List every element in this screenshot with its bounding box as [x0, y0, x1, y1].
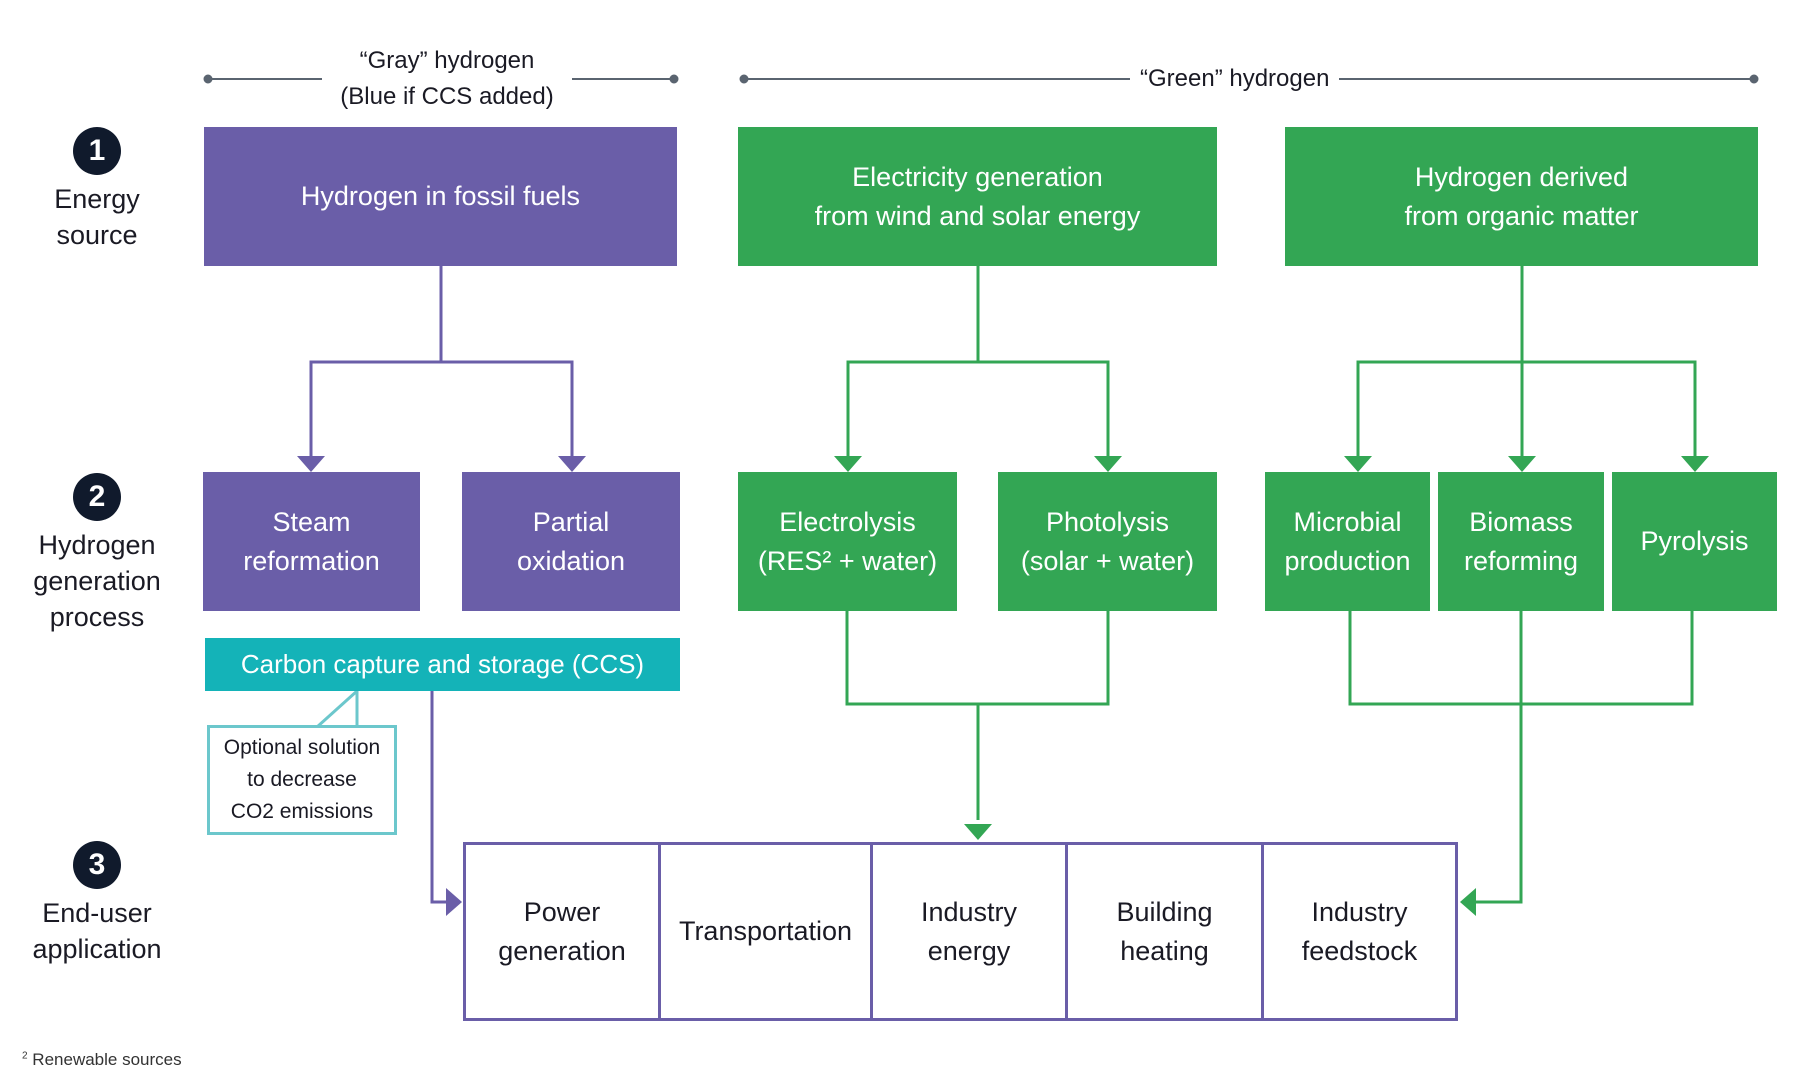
process-pyrolysis: Pyrolysis: [1612, 472, 1777, 611]
callout-notch: [313, 687, 359, 729]
source-fossil-fuels: Hydrogen in fossil fuels: [204, 127, 677, 266]
arrow-power: [446, 888, 462, 916]
application-transportation: Transportation: [661, 845, 873, 1018]
footnote-mark: 2: [22, 1050, 28, 1062]
process-steam-reformation: Steam reformation: [203, 472, 420, 611]
step-number-badge: 1: [73, 127, 121, 175]
step-label: End-user application: [32, 898, 162, 964]
step-end-user-application: 3 End-user application: [12, 841, 182, 967]
source-organic-matter: Hydrogen derived from organic matter: [1285, 127, 1758, 266]
step-label: Energy source: [54, 184, 140, 250]
step-label: Hydrogen generation process: [33, 530, 161, 632]
end-user-applications: Power generation Transportation Industry…: [463, 842, 1458, 1021]
footnote: 2 Renewable sources: [22, 1050, 182, 1070]
footnote-text: Renewable sources: [32, 1050, 182, 1069]
step-generation-process: 2 Hydrogen generation process: [12, 473, 182, 635]
process-biomass-reforming: Biomass reforming: [1438, 472, 1604, 611]
arrow-industry-energy: [964, 824, 992, 840]
gray-branch: [309, 266, 574, 904]
green-hydrogen-header: “Green” hydrogen: [1130, 61, 1340, 97]
application-industry-energy: Industry energy: [873, 845, 1068, 1018]
process-electrolysis: Electrolysis (RES² + water): [738, 472, 957, 611]
application-power-generation: Power generation: [466, 845, 661, 1018]
source-wind-solar: Electricity generation from wind and sol…: [738, 127, 1217, 266]
step-number-badge: 2: [73, 473, 121, 521]
ccs-callout: Optional solution to decrease CO2 emissi…: [207, 725, 397, 835]
green-branch: [845, 266, 1697, 904]
process-photolysis: Photolysis (solar + water): [998, 472, 1217, 611]
gray-hydrogen-header: “Gray” hydrogen (Blue if CCS added): [322, 43, 572, 115]
arrow-partial: [558, 456, 586, 472]
application-industry-feedstock: Industry feedstock: [1301, 896, 1418, 966]
application-building-heating: Building heating: [1068, 845, 1264, 1018]
process-partial-oxidation: Partial oxidation: [462, 472, 680, 611]
ccs-box: Carbon capture and storage (CCS): [205, 638, 680, 691]
step-energy-source: 1 Energy source: [12, 127, 182, 253]
process-microbial-production: Microbial production: [1265, 472, 1430, 611]
arrow-steam: [297, 456, 325, 472]
arrow-feedstock: [1460, 888, 1476, 916]
step-number-badge: 3: [73, 841, 121, 889]
